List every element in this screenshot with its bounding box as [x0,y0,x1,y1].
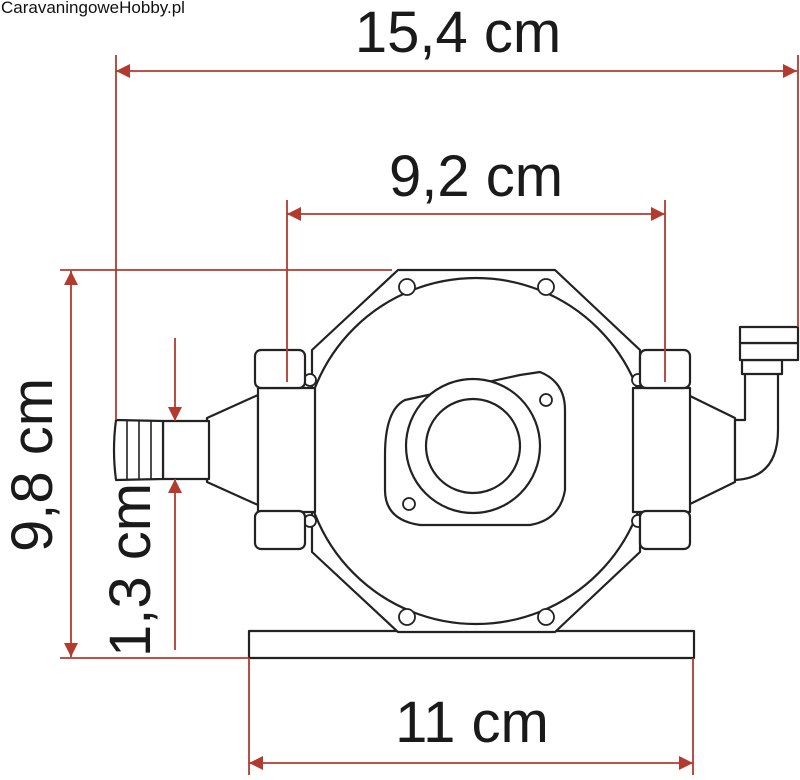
hose-diameter-label: 1,3 cm [98,483,163,657]
right-barb-ring-1 [738,341,800,362]
base-plate [247,629,696,660]
left-cone [205,393,260,507]
left-nut-cap-top [253,348,307,390]
base-width-label: 11 cm [395,690,549,755]
right-elbow [733,370,780,482]
dimension-lines [60,55,799,775]
left-port [112,348,317,551]
overall-width-label: 15,4 cm [355,0,561,65]
right-port [631,325,800,551]
center-port-inner [424,397,522,495]
right-nut-cap-bottom [638,509,692,551]
left-nut [256,386,317,514]
right-nut [631,386,692,514]
left-hose-stem [161,419,211,481]
height-label: 9,8 cm [0,378,65,552]
right-barb-base [740,358,784,376]
left-nut-cap-bottom [253,509,307,551]
right-cone [686,393,737,507]
right-barb-ring-2 [738,325,800,345]
pump-body [247,268,696,660]
watermark-text: CaravaningoweHobby.pl [1,0,185,17]
port-spacing-label: 9,2 cm [389,144,563,209]
